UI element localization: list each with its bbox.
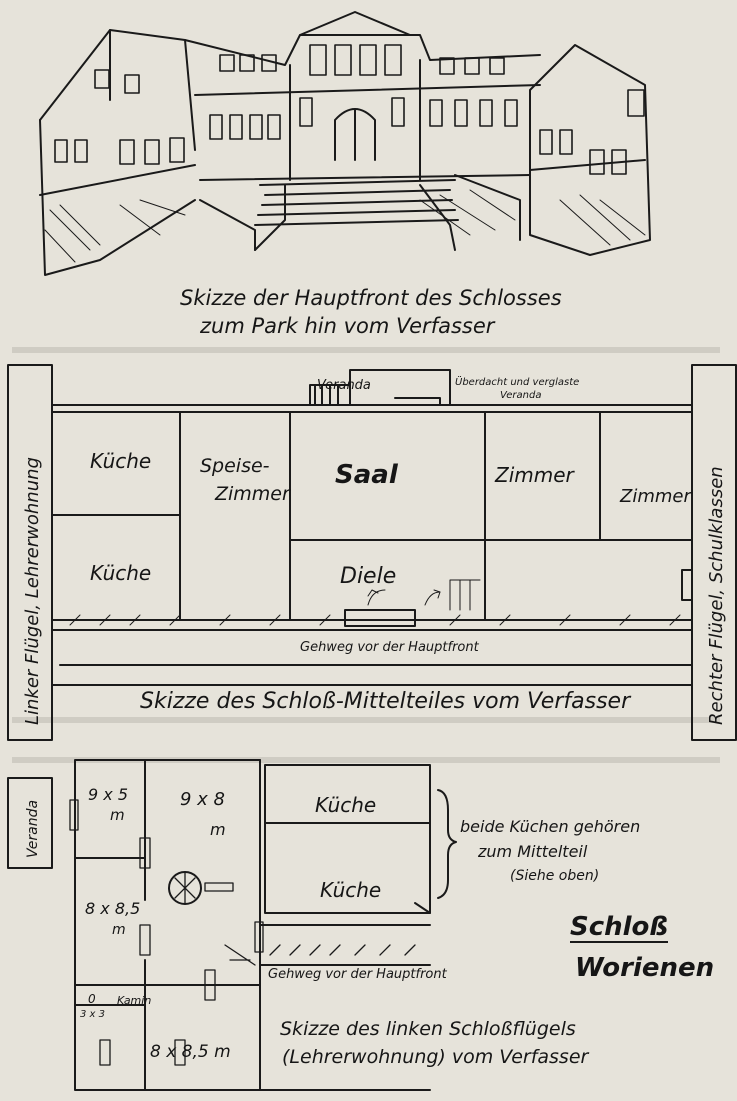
- room-a-dim-line2: m: [110, 806, 125, 824]
- small-room-line2: 3 x 3: [80, 1009, 105, 1020]
- hall-label: Saal: [335, 460, 399, 490]
- wing-kitchen-upper: Küche: [315, 793, 376, 817]
- middle-kitchen-upper: Küche: [90, 449, 151, 473]
- dining-room-line2: Zimmer: [214, 483, 291, 505]
- left-wing-details: [69, 799, 416, 1066]
- right-wing-label: Rechter Flügel, Schulklassen: [706, 466, 727, 725]
- middle-section-plan: [7, 364, 737, 741]
- middle-veranda-label: Veranda: [317, 378, 371, 393]
- middle-walkway-label: Gehweg vor der Hauptfront: [300, 640, 480, 655]
- room-a-dim-line1: 9 x 5: [88, 785, 128, 804]
- wing-kitchen-lower: Küche: [320, 878, 381, 902]
- front-hatching: [44, 189, 646, 263]
- room-1-label: Zimmer: [494, 463, 576, 487]
- castle-title-line2: Worienen: [575, 953, 714, 983]
- kamin-label: Kamin: [117, 994, 151, 1007]
- room-d-dim: 8 x 8,5 m: [150, 1042, 231, 1062]
- kitchens-note-line3: (Siehe oben): [510, 868, 599, 884]
- room-c-dim-line2: m: [112, 922, 126, 938]
- castle-front-sketch: [39, 11, 651, 276]
- veranda-note-line1: Überdacht und verglaste: [455, 375, 579, 388]
- kitchens-note-line1: beide Küchen gehören: [460, 817, 640, 836]
- veranda-note-line2: Veranda: [500, 390, 541, 401]
- kitchens-brace: [437, 789, 457, 899]
- front-caption-line2: zum Park hin vom Verfasser: [199, 314, 496, 338]
- castle-title-line1: Schloß: [570, 912, 668, 942]
- wing-veranda-label: Veranda: [25, 800, 41, 858]
- room-b-dim-line2: m: [210, 820, 226, 839]
- left-wing-label: Linker Flügel, Lehrerwohnung: [22, 457, 43, 725]
- middle-kitchen-lower: Küche: [90, 561, 151, 585]
- middle-hatching: [69, 579, 681, 626]
- room-2-label: Zimmer: [619, 486, 692, 507]
- front-windows: [54, 44, 645, 175]
- wing-caption-line1: Skizze des linken Schloßflügels: [280, 1018, 576, 1040]
- diele-label: Diele: [340, 564, 396, 589]
- small-room-line1: 0: [88, 992, 96, 1006]
- room-c-dim-line1: 8 x 8,5: [85, 899, 140, 918]
- wing-walkway-label: Gehweg vor der Hauptfront: [268, 967, 448, 982]
- wing-caption-line2: (Lehrerwohnung) vom Verfasser: [282, 1046, 590, 1068]
- front-caption-line1: Skizze der Hauptfront des Schlosses: [180, 286, 562, 310]
- middle-caption: Skizze des Schloß-Mittelteiles vom Verfa…: [140, 689, 632, 714]
- dining-room-line1: Speise-: [200, 455, 270, 477]
- room-b-dim-line1: 9 x 8: [180, 789, 225, 810]
- kitchens-note-line2: zum Mittelteil: [477, 842, 588, 861]
